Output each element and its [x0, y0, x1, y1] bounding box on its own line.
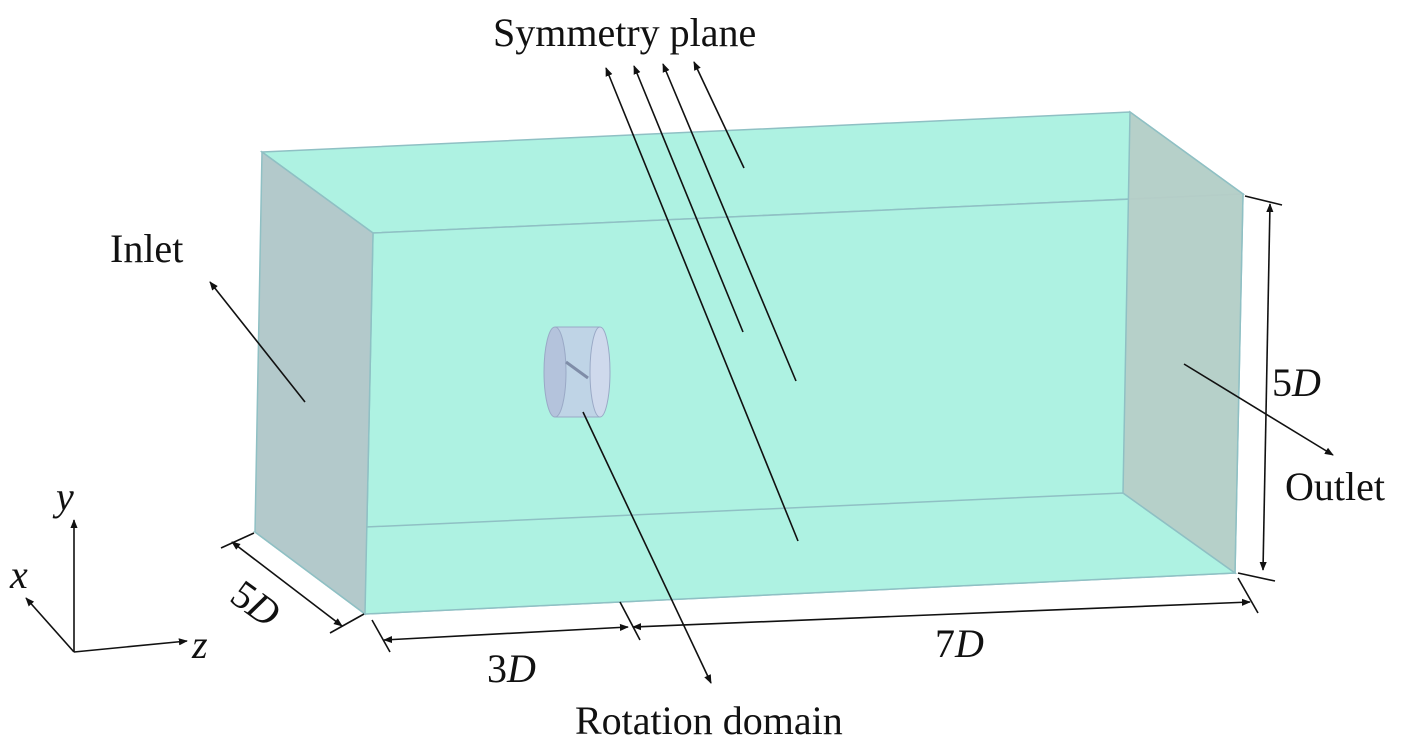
length-dimensions	[371, 577, 1259, 653]
y-axis-label: y	[52, 474, 74, 519]
downstream-dimension-label: 7D	[935, 621, 984, 666]
coordinate-axes: y z x	[9, 474, 208, 667]
outlet-label: Outlet	[1285, 464, 1385, 509]
inlet-label: Inlet	[110, 226, 183, 271]
height-dimension-label: 5D	[1272, 360, 1321, 405]
z-axis	[73, 638, 188, 653]
turbine-blade	[565, 360, 589, 380]
outlet-leader	[1183, 363, 1334, 456]
inlet-face	[254, 150, 374, 616]
width-dimension-label: 5D	[223, 571, 289, 636]
rotation-domain-label: Rotation domain	[575, 698, 843, 743]
rotation-domain-cylinder	[543, 326, 611, 418]
x-axis	[25, 597, 75, 653]
width-dimension	[220, 532, 365, 634]
outlet-face	[1122, 110, 1244, 575]
upstream-dimension-label: 3D	[487, 646, 536, 691]
computational-domain	[252, 110, 1246, 616]
z-axis-label: z	[191, 622, 208, 667]
symmetry-plane-label: Symmetry plane	[493, 10, 756, 55]
x-axis-label: x	[9, 552, 28, 597]
rotation-domain-leader	[582, 411, 712, 684]
symmetry-plane-leaders	[605, 61, 799, 542]
height-dimension	[1237, 195, 1283, 582]
inlet-leader	[209, 281, 306, 403]
